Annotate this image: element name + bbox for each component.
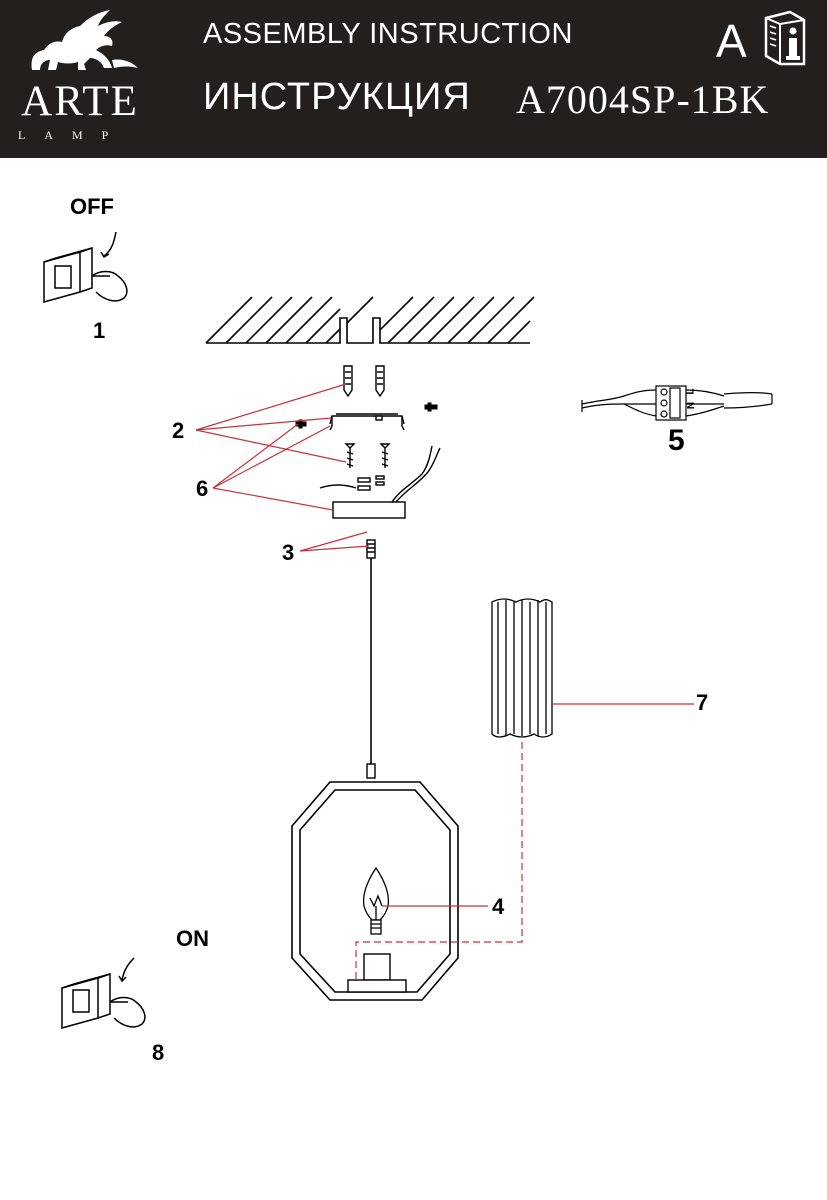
switch-off-icon	[43, 231, 128, 303]
glass-shade-icon	[491, 598, 553, 738]
lamp-holder-icon	[347, 953, 407, 993]
cable-icon	[366, 539, 376, 779]
wall-plug-icon	[343, 365, 385, 398]
on-label: ON	[176, 926, 209, 951]
switch-on-icon	[61, 957, 146, 1029]
step-5-number: 5	[668, 424, 685, 457]
octagon-frame-icon	[291, 781, 459, 1001]
language-letter: A	[716, 15, 747, 67]
model-number: A7004SP-1BK	[516, 77, 770, 122]
title-english: ASSEMBLY INSTRUCTION	[203, 18, 573, 50]
terminal-n-mark: N	[686, 401, 698, 410]
header-bar: ARTE LAMP ASSEMBLY INSTRUCTION ИНСТРУКЦИ…	[0, 0, 827, 158]
step-4-number: 4	[492, 894, 505, 919]
step-7-number: 7	[696, 690, 709, 715]
bulb-icon	[362, 866, 390, 935]
step-2-number: 2	[172, 418, 185, 443]
ceiling-icon	[205, 296, 535, 344]
step-1-number: 1	[93, 318, 106, 343]
title-russian: ИНСТРУКЦИЯ	[203, 76, 471, 118]
step-3-number: 3	[282, 540, 295, 565]
screw-icon	[295, 402, 438, 429]
terminal-l-mark: L	[685, 388, 697, 395]
step-6-number: 6	[196, 476, 209, 501]
mounting-bracket-icon	[329, 413, 405, 431]
canopy-icon	[319, 445, 441, 519]
long-screw-icon	[344, 443, 391, 468]
terminal-block-icon	[581, 385, 773, 421]
leader-lines	[195, 383, 694, 982]
brand-subtitle: LAMP	[18, 128, 128, 142]
off-label: OFF	[70, 194, 114, 219]
brand-logo: ARTE LAMP	[14, 8, 154, 148]
brand-name: ARTE	[21, 78, 139, 125]
step-8-number: 8	[152, 1040, 165, 1065]
griffin-logo-icon	[31, 10, 138, 70]
info-book-icon	[764, 10, 806, 66]
